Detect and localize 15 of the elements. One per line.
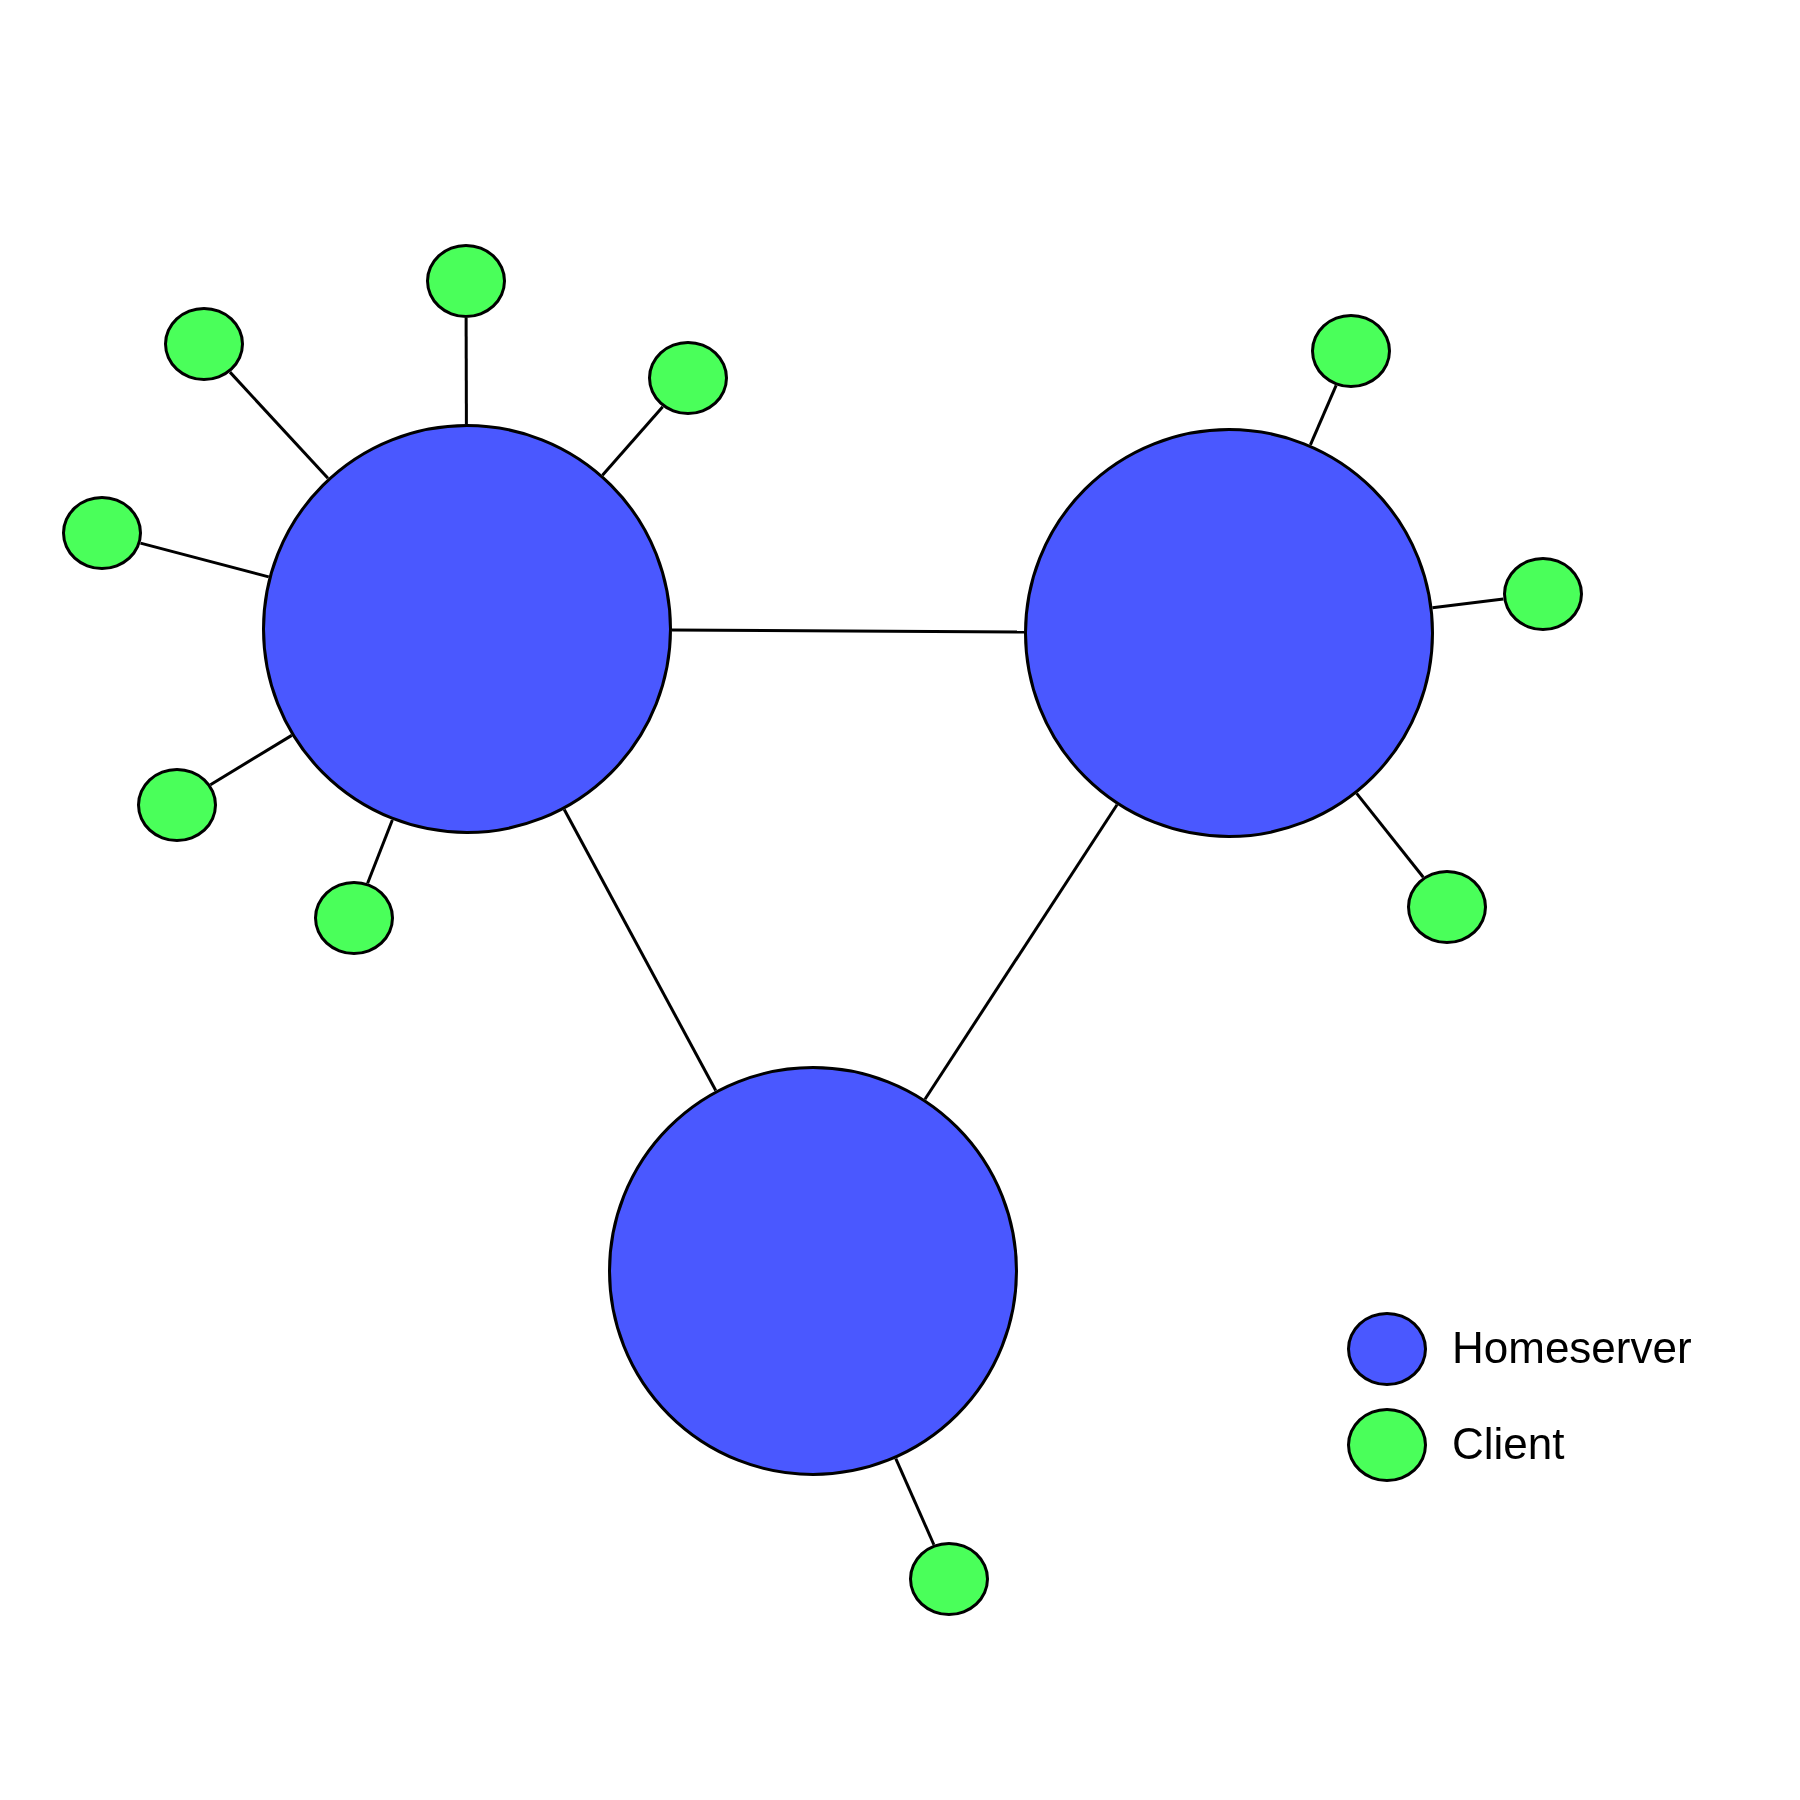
connector-line: [1309, 384, 1338, 446]
connector-line: [894, 1457, 936, 1546]
connector-line: [464, 318, 468, 424]
connector-line: [228, 371, 330, 480]
legend-label: Client: [1452, 1419, 1565, 1469]
connector-line: [366, 819, 394, 884]
connector-line: [1355, 792, 1425, 879]
connector-line: [1432, 597, 1504, 610]
connector-line: [672, 628, 1024, 634]
connector-line: [923, 803, 1119, 1101]
connector-line: [601, 405, 664, 477]
legend-label: Homeserver: [1452, 1323, 1692, 1373]
connector-line: [562, 808, 718, 1092]
connector-line: [140, 541, 270, 579]
connector-line: [209, 734, 293, 786]
